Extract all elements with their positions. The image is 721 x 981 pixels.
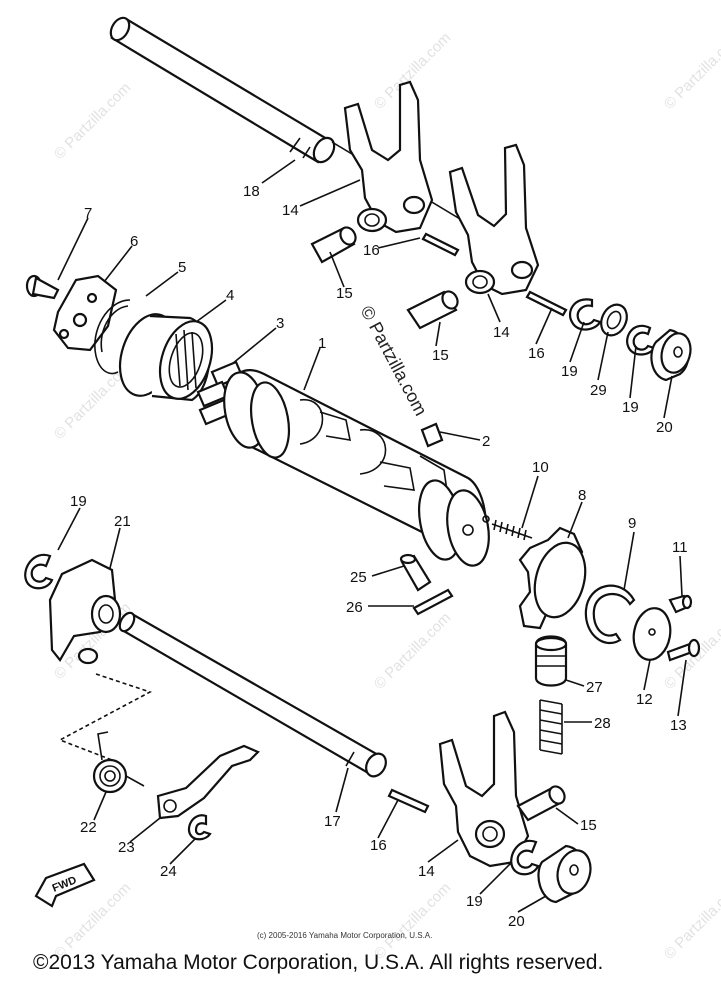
bearing-4 <box>118 313 214 402</box>
label-part-19-upper-b: 19 <box>622 399 639 416</box>
guide-pin-upper <box>310 226 357 264</box>
screw-13 <box>666 638 701 662</box>
label-part-19-lower: 19 <box>466 893 483 910</box>
circlip-19-upper-a <box>568 298 602 331</box>
cotter-pin-lower <box>387 788 430 814</box>
label-part-12: 12 <box>636 691 653 708</box>
stopper-plate-6 <box>52 274 118 352</box>
shift-fork-lower <box>438 710 530 868</box>
circlip-24 <box>187 814 212 841</box>
stopper-lever-23 <box>156 744 260 820</box>
label-part-17: 17 <box>324 813 341 830</box>
circlip-19-left <box>24 553 54 590</box>
label-part-14-upper-right: 14 <box>493 324 510 341</box>
guide-pin-lower <box>516 785 566 822</box>
label-part-19-upper-a: 19 <box>561 363 578 380</box>
pin-11 <box>668 594 693 614</box>
label-part-22: 22 <box>80 819 97 836</box>
label-part-6: 6 <box>130 233 138 250</box>
circlip-19-lower <box>510 839 540 876</box>
shift-fork-upper-right <box>448 143 540 296</box>
label-part-7: 7 <box>84 205 92 222</box>
guide-pin-middle <box>406 290 459 330</box>
washer-29 <box>600 303 628 337</box>
label-part-16-upper-right: 16 <box>528 345 545 362</box>
fwd-arrow: FWD <box>34 862 96 908</box>
label-part-19-left: 19 <box>70 493 87 510</box>
pin-2 <box>420 422 444 448</box>
segment-8 <box>518 526 587 630</box>
shift-fork-shaft-upper <box>109 16 471 226</box>
circlip-19-upper-b <box>626 324 656 356</box>
label-part-29: 29 <box>590 382 607 399</box>
label-part-8: 8 <box>578 487 586 504</box>
cotter-pin-upper <box>421 232 568 317</box>
circlip-9 <box>584 584 636 645</box>
collar-27 <box>534 635 568 687</box>
collar-20-lower <box>537 844 592 904</box>
label-part-15-lower: 15 <box>580 817 597 834</box>
label-part-10: 10 <box>532 459 549 476</box>
watermark: © Partzilla.com <box>661 29 721 112</box>
label-part-20-upper: 20 <box>656 419 673 436</box>
label-part-13: 13 <box>670 717 687 734</box>
plate-12 <box>632 607 672 661</box>
label-part-25: 25 <box>350 569 367 586</box>
label-part-28: 28 <box>594 715 611 732</box>
label-part-16-lower: 16 <box>370 837 387 854</box>
label-part-14-upper-left: 14 <box>282 202 299 219</box>
label-part-11: 11 <box>672 539 688 556</box>
label-part-16-upper: 16 <box>363 242 380 259</box>
spring-28 <box>539 699 563 755</box>
part-labels: 18 14 16 15 7 6 5 4 3 1 14 16 15 19 29 1… <box>70 183 688 930</box>
label-part-9: 9 <box>628 515 636 532</box>
label-part-2: 2 <box>482 433 490 450</box>
label-part-20-lower: 20 <box>508 913 525 930</box>
circlip-5 <box>94 299 131 375</box>
dashed-link <box>58 673 153 761</box>
label-part-26: 26 <box>346 599 363 616</box>
spring-22 <box>92 731 145 794</box>
label-part-15-upper: 15 <box>336 285 353 302</box>
collar-20-upper <box>650 328 692 382</box>
label-part-4: 4 <box>226 287 234 304</box>
cotter-pin-26 <box>412 588 454 616</box>
shift-drum <box>223 369 490 567</box>
screw-7 <box>25 274 60 300</box>
watermark: © Partzilla.com <box>661 879 721 962</box>
label-part-18: 18 <box>243 183 260 200</box>
diagram-copyright: (c) 2005-2016 Yamaha Motor Corporation, … <box>257 931 433 940</box>
label-part-3: 3 <box>276 315 284 332</box>
watermark: © Partzilla.com <box>371 609 454 692</box>
label-part-21: 21 <box>114 513 131 530</box>
label-part-23: 23 <box>118 839 135 856</box>
shift-arm-21 <box>48 558 122 665</box>
label-part-27: 27 <box>586 679 603 696</box>
label-part-15-middle: 15 <box>432 347 449 364</box>
dowel-pins-3 <box>196 360 244 426</box>
shift-fork-shaft-lower <box>118 611 387 778</box>
leader-lines <box>57 159 687 913</box>
spring-10 <box>491 519 533 541</box>
label-part-1: 1 <box>318 335 326 352</box>
footer-copyright: ©2013 Yamaha Motor Corporation, U.S.A. A… <box>33 951 604 974</box>
label-part-14-lower: 14 <box>418 863 435 880</box>
label-part-5: 5 <box>178 259 186 276</box>
watermark: © Partzilla.com <box>51 79 134 162</box>
shift-fork-upper-left <box>343 80 434 234</box>
roller-25 <box>399 553 432 592</box>
label-part-24: 24 <box>160 863 177 880</box>
